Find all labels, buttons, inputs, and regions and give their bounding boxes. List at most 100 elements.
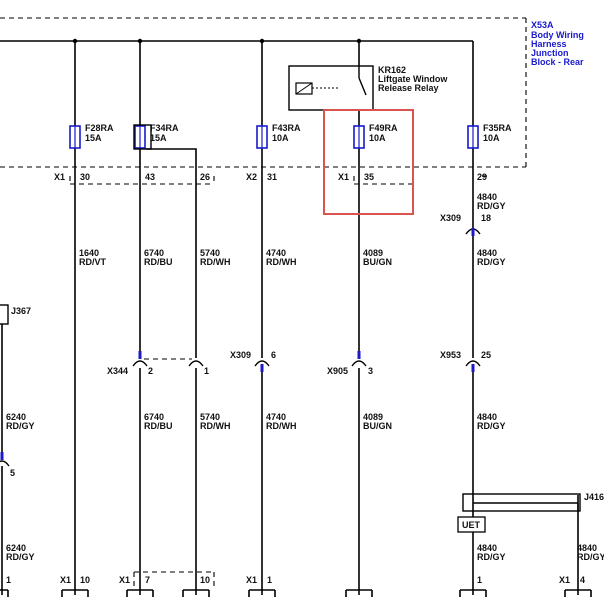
wu2-circuit: 5740 — [200, 248, 220, 258]
upper-wire-labels: 1640 RD/VT 6740 RD/BU 5740 RD/WH 4740 RD… — [79, 248, 392, 267]
harness-name: X53A — [531, 20, 554, 30]
pin-5-connector: 5 — [0, 452, 15, 478]
bp-10b: 10 — [200, 575, 210, 585]
w4840-mid-circuit: 4840 — [477, 248, 497, 258]
fuse-name: F35RA — [483, 123, 512, 133]
bottom-wire-labels: 6240 RD/GY 4840 RD/GY 4840 RD/GY — [6, 543, 604, 562]
wu4-circuit: 4089 — [363, 248, 383, 258]
w4840-mid-color: RD/GY — [477, 257, 506, 267]
wl5-circuit: 4840 — [477, 412, 497, 422]
x344-pin-b: 1 — [204, 366, 209, 376]
x309-18-name: X309 — [440, 213, 461, 223]
x953-pin: 25 — [481, 350, 491, 360]
lower-wire-labels: 6240 RD/GY 6740 RD/BU 5740 RD/WH 4740 RD… — [6, 412, 506, 431]
wl2-color: RD/WH — [200, 421, 231, 431]
fuse-name: F43RA — [272, 123, 301, 133]
wu0-circuit: 1640 — [79, 248, 99, 258]
pin-43: 43 — [145, 172, 155, 182]
relay-kr162: KR162 Liftgate Window Release Relay — [288, 65, 448, 111]
relay-name: KR162 — [378, 65, 406, 75]
uet-label: UET — [462, 520, 481, 530]
top-pin-labels: X1 30 43 26 X2 31 X1 35 29 — [54, 172, 487, 182]
wb2-circuit: 4840 — [577, 543, 597, 553]
wu1-circuit: 6740 — [144, 248, 164, 258]
wb2-color: RD/GY — [577, 552, 604, 562]
wu3-circuit: 4740 — [266, 248, 286, 258]
wl1-circuit: 6740 — [144, 412, 164, 422]
bp-x1c: X1 — [246, 575, 257, 585]
harness-label: X53A Body Wiring Harness Junction Block … — [531, 20, 584, 67]
w4840-mid-label: 4840 RD/GY — [477, 248, 506, 267]
wl5-color: RD/GY — [477, 421, 506, 431]
wl0-circuit: 6240 — [6, 412, 26, 422]
x344-connector: X344 2 1 — [107, 351, 209, 376]
bottom-pin-labels: 1 X1 10 X1 7 10 X1 1 1 X1 4 — [6, 575, 585, 585]
wu1-color: RD/BU — [144, 257, 173, 267]
wl4-circuit: 4089 — [363, 412, 383, 422]
j367-label: J367 — [11, 306, 31, 316]
wl4-color: BU/GN — [363, 421, 392, 431]
harness-desc-2: Harness — [531, 39, 567, 49]
pin-35: 35 — [364, 172, 374, 182]
x344-name: X344 — [107, 366, 128, 376]
x309-6-connector: X309 6 — [230, 350, 276, 372]
x905-name: X905 — [327, 366, 348, 376]
w4840-top-circuit: 4840 — [477, 192, 497, 202]
j416-label: J416 — [584, 492, 604, 502]
pin-30: 30 — [80, 172, 90, 182]
wb1-color: RD/GY — [477, 552, 506, 562]
wl0-color: RD/GY — [6, 421, 35, 431]
x309-6-name: X309 — [230, 350, 251, 360]
fuse-amp: 15A — [85, 133, 102, 143]
j416-splice: J416 — [462, 492, 604, 512]
wb0-circuit: 6240 — [6, 543, 26, 553]
bp-1b: 1 — [267, 575, 272, 585]
x309-18-connector: X309 18 — [440, 213, 491, 236]
w4840-top-label: 4840 RD/GY — [477, 192, 506, 211]
bottom-brackets — [0, 571, 592, 597]
pin-x1a: X1 — [54, 172, 65, 182]
x953-name: X953 — [440, 350, 461, 360]
relay-desc-1: Liftgate Window — [378, 74, 448, 84]
wl2-circuit: 5740 — [200, 412, 220, 422]
fuse-name: F49RA — [369, 123, 398, 133]
j367-connector: J367 — [0, 304, 31, 325]
bp-4: 4 — [580, 575, 585, 585]
harness-block-outline — [0, 17, 527, 168]
fuse-amp: 15A — [150, 133, 167, 143]
x905-connector: X905 3 — [327, 351, 373, 376]
wb0-color: RD/GY — [6, 552, 35, 562]
fuse-name: F28RA — [85, 123, 114, 133]
fuse-amp: 10A — [369, 133, 386, 143]
wu4-color: BU/GN — [363, 257, 392, 267]
bp-1c: 1 — [477, 575, 482, 585]
pin-29: 29 — [477, 172, 487, 182]
f34ra-bracket — [133, 124, 152, 150]
pin-5-label: 5 — [10, 468, 15, 478]
wl3-color: RD/WH — [266, 421, 297, 431]
bp-1a: 1 — [6, 575, 11, 585]
bp-x1a: X1 — [60, 575, 71, 585]
relay-desc-2: Release Relay — [378, 83, 439, 93]
fuse-name: F34RA — [150, 123, 179, 133]
wu2-color: RD/WH — [200, 257, 231, 267]
x953-connector: X953 25 — [440, 350, 491, 372]
bp-x1b: X1 — [119, 575, 130, 585]
pin-31: 31 — [267, 172, 277, 182]
uet-box: UET — [457, 516, 486, 533]
harness-desc-3: Junction — [531, 48, 569, 58]
highlight-box — [323, 109, 414, 215]
bp-7: 7 — [145, 575, 150, 585]
fuse-amp: 10A — [272, 133, 289, 143]
pin-x2: X2 — [246, 172, 257, 182]
x309-6-pin: 6 — [271, 350, 276, 360]
wu0-color: RD/VT — [79, 257, 107, 267]
wl3-circuit: 4740 — [266, 412, 286, 422]
